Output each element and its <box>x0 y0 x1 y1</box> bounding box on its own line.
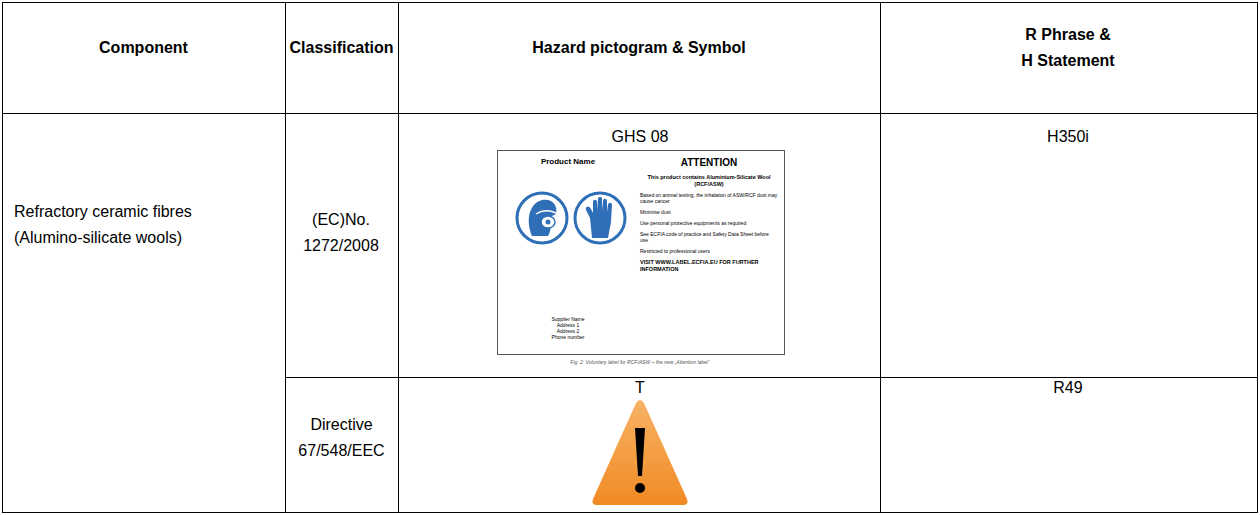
label-left-column: Product Name <box>498 157 638 167</box>
hazard-statement: H350i <box>968 124 1168 150</box>
label-link: VISIT WWW.LABEL.ECFIA.EU FOR FURTHER INF… <box>640 259 778 272</box>
label-right-column: ATTENTION This product contains Aluminium… <box>640 157 778 272</box>
label-bottom-column: Supplier Name Address 1 Address 2 Phone … <box>550 316 586 340</box>
glove-icon <box>575 193 625 243</box>
respirator-icon <box>517 193 567 243</box>
table-lines <box>3 3 1258 513</box>
column-header: Component <box>2 35 285 61</box>
classification-cell: Directive 67/548/EEC <box>289 412 394 464</box>
product-name: Product Name <box>498 157 638 167</box>
label-heading: ATTENTION <box>640 157 778 169</box>
classification-cell: (EC)No. 1272/2008 <box>291 207 391 259</box>
column-header: Hazard pictogram & Symbol <box>398 35 880 61</box>
supplier-details: Supplier Name Address 1 Address 2 Phone … <box>550 316 586 340</box>
column-header: R Phrase & H Statement <box>1019 22 1117 74</box>
label-text: See ECFIA code of practice and Safety Da… <box>640 231 778 243</box>
label-text: Minimise dust <box>640 209 778 215</box>
risk-phrase: R49 <box>968 375 1168 401</box>
label-text: Restricted to professional users <box>640 248 778 254</box>
label-text: Use personal protective equipments as re… <box>640 220 778 226</box>
pictogram-code: GHS 08 <box>540 124 740 150</box>
component-cell: Refractory ceramic fibres (Alumino-silic… <box>14 199 254 251</box>
label-subheading: This product contains Aluminium-Silicate… <box>640 174 778 187</box>
exclamation-triangle <box>593 400 688 505</box>
symbol-letter: T <box>540 375 740 401</box>
label-text: Based on animal testing, the inhalation … <box>640 192 778 204</box>
column-header: Classification <box>285 35 398 61</box>
figure-caption: Fig. 2: Voluntary label for RCF/ASW – th… <box>440 358 840 366</box>
attention-label: Product NameATTENTION This product contai… <box>497 150 785 355</box>
